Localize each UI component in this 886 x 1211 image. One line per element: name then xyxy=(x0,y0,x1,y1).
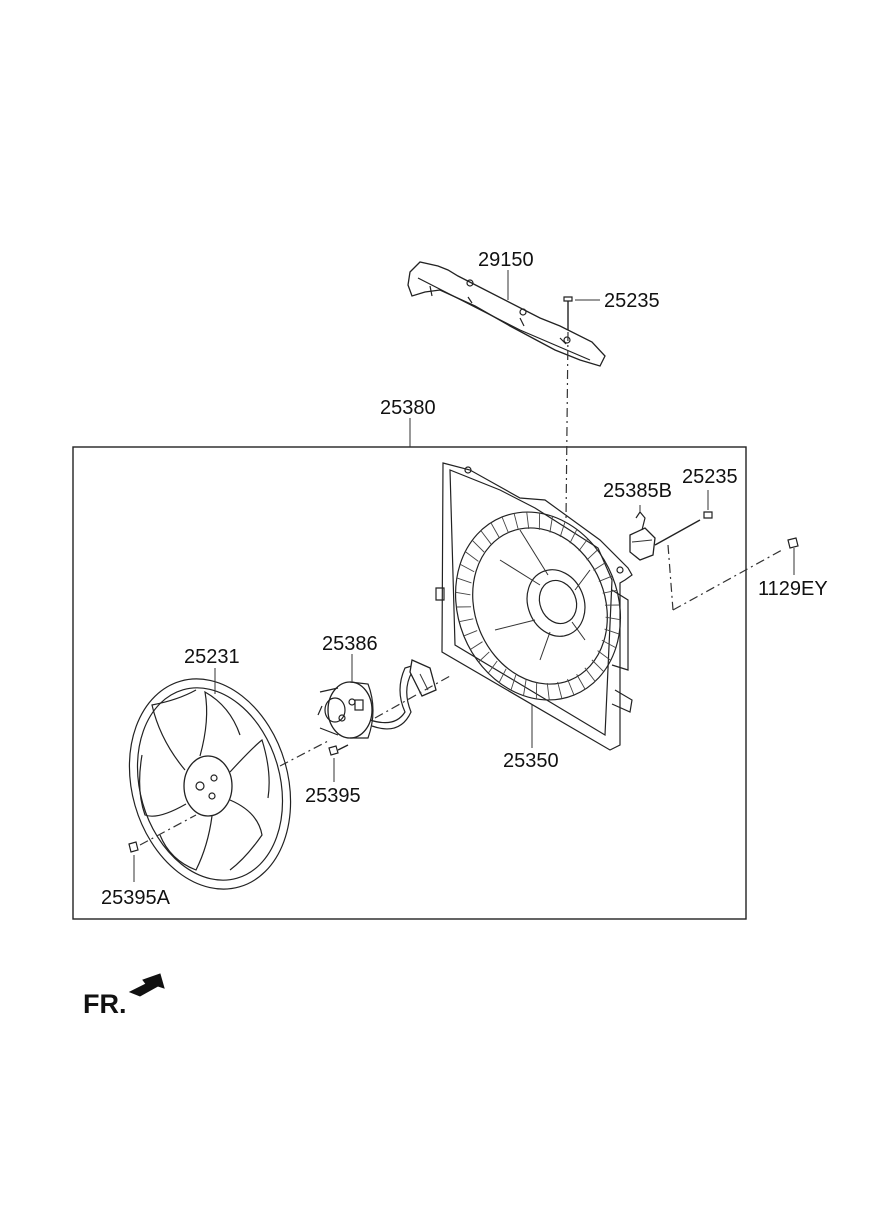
louvre-line xyxy=(578,538,589,552)
louvre-line xyxy=(523,679,527,696)
louvre-line xyxy=(591,659,605,673)
front-orientation-label: FR. xyxy=(83,989,127,1019)
upper-mounting-bracket xyxy=(407,261,606,367)
louvre-line xyxy=(584,667,596,682)
part-label-25235-right: 25235 xyxy=(682,466,738,488)
louvre-line xyxy=(605,616,621,621)
louvre-line xyxy=(455,591,471,596)
louvre-line xyxy=(478,651,490,663)
louvre-line xyxy=(513,513,519,531)
louvre-line xyxy=(586,549,598,561)
louvre-line xyxy=(470,641,483,650)
louvre-line xyxy=(526,512,530,530)
fan-resistor xyxy=(629,510,656,561)
fan-motor xyxy=(317,659,437,739)
louvre-line xyxy=(569,529,578,544)
louvre-line xyxy=(456,577,472,584)
part-label-25235-top: 25235 xyxy=(604,290,660,312)
bolt-icon xyxy=(128,841,139,853)
louvre-line xyxy=(501,516,509,534)
part-label-25231: 25231 xyxy=(184,646,240,668)
bolt-icon xyxy=(563,296,573,330)
louvre-line xyxy=(597,650,611,661)
shroud-louvres xyxy=(455,512,621,700)
louvre-line xyxy=(459,563,475,573)
part-label-25380: 25380 xyxy=(380,397,436,419)
louvre-line xyxy=(549,516,553,533)
louvre-line xyxy=(593,562,606,571)
bolt-icon xyxy=(328,744,349,756)
louvre-line xyxy=(601,639,617,649)
louvre-line xyxy=(546,682,550,700)
part-label-25385b: 25385B xyxy=(603,480,672,502)
louvre-line xyxy=(604,628,620,635)
louvre-line xyxy=(459,618,474,623)
part-label-25395a: 25395A xyxy=(101,887,171,909)
part-label-25350: 25350 xyxy=(503,750,559,772)
louvre-line xyxy=(471,539,485,553)
fan-blade xyxy=(128,678,292,890)
louvre-line xyxy=(498,668,507,683)
louvre-line xyxy=(465,551,479,562)
front-direction-arrow-icon xyxy=(128,973,165,997)
louvre-line xyxy=(559,521,566,538)
louvre-line xyxy=(567,678,575,696)
louvre-line xyxy=(576,674,586,690)
part-label-25395: 25395 xyxy=(305,785,361,807)
bolt-icon xyxy=(787,537,799,549)
part-label-25386: 25386 xyxy=(322,633,378,655)
louvre-line xyxy=(557,681,563,699)
louvre-line xyxy=(463,630,478,637)
part-label-29150: 29150 xyxy=(478,249,534,271)
part-label-1129ey: 1129EY xyxy=(758,578,828,600)
bolt-icon xyxy=(654,511,713,546)
louvre-line xyxy=(510,674,517,691)
louvre-line xyxy=(602,589,617,594)
louvre-line xyxy=(598,575,613,582)
louvre-line xyxy=(487,660,498,674)
louvre-line xyxy=(490,522,500,538)
louvre-line xyxy=(480,530,492,545)
